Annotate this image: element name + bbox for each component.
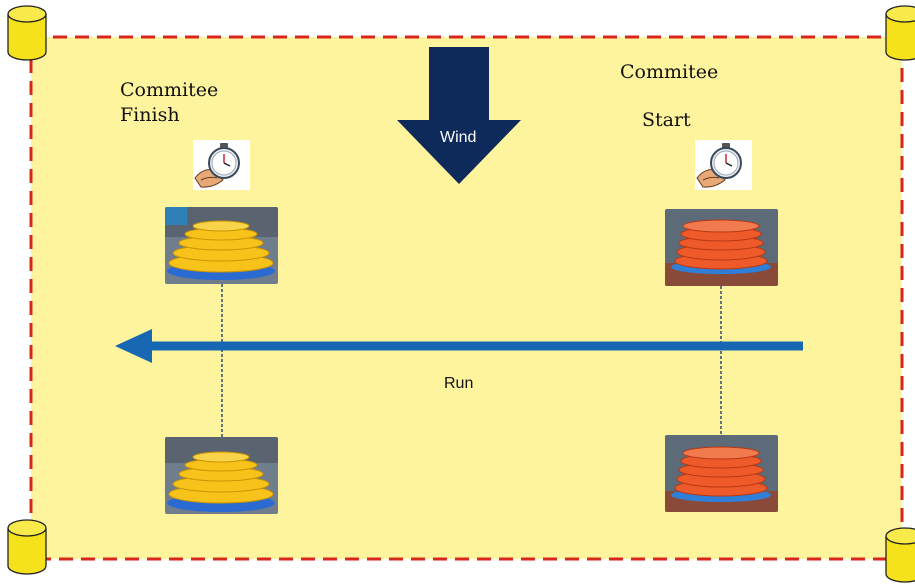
start-committee-label-line2: Start [642, 109, 691, 131]
wind-arrow [397, 47, 521, 184]
run-label: Run [444, 375, 474, 392]
finish-committee-label-line1: Commitee [120, 79, 219, 101]
corner-buoy-icon [7, 5, 47, 61]
start-buoy-top [665, 209, 778, 286]
course-boundary [29, 35, 904, 561]
corner-buoy-icon [885, 527, 915, 583]
corner-buoy-icon [7, 519, 47, 575]
corner-buoy-icon [885, 5, 915, 61]
stopwatch-icon [695, 140, 752, 190]
finish-buoy-top [165, 207, 278, 284]
run-arrow-head [115, 329, 152, 363]
finish-buoy-bottom [165, 437, 278, 514]
wind-label: Wind [440, 129, 477, 146]
finish-committee-label-line2: Finish [120, 104, 180, 126]
start-buoy-bottom [665, 435, 778, 512]
stopwatch-icon [193, 140, 250, 190]
start-committee-label-line1: Commitee [620, 61, 719, 83]
